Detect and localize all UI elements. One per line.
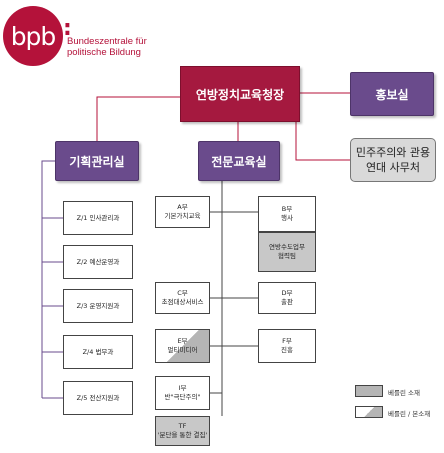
dept-c-box: C부 초점대상서비스	[155, 282, 210, 314]
dept-b-sub-box: 연방수도업무 협력팀	[258, 232, 316, 272]
legend-label-berlin-bonn: 베를린 / 본소재	[388, 410, 431, 418]
dept-f-name: 진흥	[281, 346, 293, 354]
connector-planning-trunk	[41, 160, 55, 398]
democracy-office-line-1: 민주주의와 관용	[355, 146, 431, 159]
planning-unit-z2: Z/2 예산운영과	[63, 245, 133, 279]
dept-d-box: D부 출판	[258, 282, 316, 314]
dept-d-name: 출판	[281, 298, 293, 306]
president-label: 연방정치교육청장	[195, 87, 285, 102]
planning-unit-label: Z/5 전산지원과	[76, 393, 120, 402]
dept-i-code: I부	[178, 384, 187, 392]
logo-line-1: Bundeszentrale für	[67, 36, 147, 47]
dept-f-code: F부	[282, 337, 292, 345]
planning-unit-z5: Z/5 전산지원과	[63, 381, 133, 415]
planning-unit-z4: Z/4 법무과	[63, 335, 133, 369]
expert-education-label: 전문교육실	[211, 154, 267, 169]
connector-president-planning	[96, 96, 180, 141]
planning-office-label: 기획관리실	[69, 154, 125, 169]
dept-c-name: 초점대상서비스	[161, 298, 204, 306]
planning-office-box: 기획관리실	[55, 141, 139, 181]
bpb-logo: bpb	[3, 6, 63, 66]
dept-i-box: I부 반"극단주의"	[155, 376, 210, 410]
planning-unit-label: Z/3 운영지원과	[76, 301, 120, 310]
dept-b-name: 행사	[281, 214, 293, 222]
logo-wordmark: Bundeszentrale für politische Bildung	[67, 36, 147, 58]
planning-unit-z1: Z/1 인사관리과	[63, 201, 133, 235]
planning-unit-z3: Z/3 운영지원과	[63, 289, 133, 323]
task-force-name: '분단을 통한 결집'	[157, 431, 208, 439]
dept-i-name: 반"극단주의"	[164, 393, 201, 401]
dept-f-box: F부 진흥	[258, 329, 316, 363]
dept-b-sub-line-2: 협력팀	[278, 252, 296, 260]
dept-e-box: E부 멀티미디어	[155, 329, 210, 363]
logo-line-2: politische Bildung	[67, 47, 141, 58]
dept-c-code: C부	[177, 289, 188, 297]
dept-d-code: D부	[281, 289, 293, 297]
dept-b-code: B부	[281, 205, 293, 213]
press-office-box: 홍보실	[350, 72, 434, 116]
task-force-code: TF	[178, 422, 187, 430]
dept-a-box: A부 기본가치교육	[155, 196, 210, 228]
connector-president-democracy	[295, 122, 350, 161]
planning-unit-label: Z/4 법무과	[82, 347, 114, 356]
legend-label-berlin: 베를린 소재	[388, 389, 420, 397]
legend-swatch-berlin	[355, 385, 383, 397]
democracy-office-line-2: 연대 사무처	[365, 161, 421, 174]
dept-e-name: 멀티미디어	[167, 346, 198, 354]
logo-mark: bpb	[10, 21, 57, 51]
president-box: 연방정치교육청장	[180, 66, 300, 122]
expert-education-box: 전문교육실	[198, 141, 280, 181]
planning-unit-label: Z/2 예산운영과	[76, 257, 120, 266]
dept-e-code: E부	[177, 337, 188, 345]
logo-colon: :	[63, 16, 72, 41]
democracy-office-box: 민주주의와 관용 연대 사무처	[350, 138, 436, 182]
dept-b-box: B부 행사	[258, 196, 316, 232]
dept-b-sub-line-1: 연방수도업무	[269, 243, 305, 251]
dept-a-code: A부	[177, 203, 188, 211]
planning-unit-label: Z/1 인사관리과	[76, 213, 120, 222]
legend-swatch-berlin-bonn	[355, 406, 383, 418]
dept-a-name: 기본가치교육	[164, 212, 201, 220]
press-office-label: 홍보실	[375, 87, 409, 102]
task-force-box: TF '분단을 통한 결집'	[155, 416, 210, 446]
